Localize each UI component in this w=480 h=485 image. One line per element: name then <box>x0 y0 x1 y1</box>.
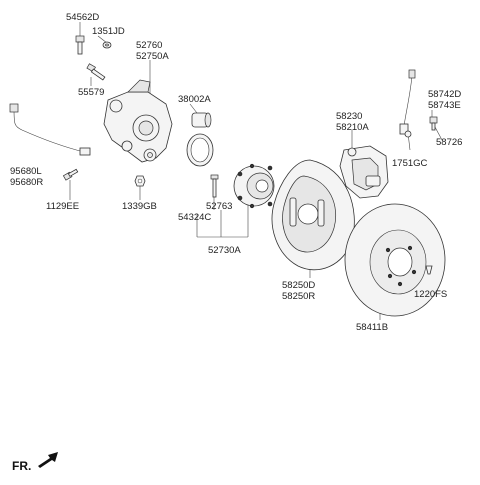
caliper-58210a-icon <box>339 145 389 199</box>
bolt-55579-icon <box>86 63 106 81</box>
bolt-58726-icon <box>429 116 438 131</box>
label-52763: 52763 <box>206 201 232 212</box>
label-58743E: 58743E <box>428 100 461 111</box>
label-58250D: 58250D <box>282 280 315 291</box>
bushing-38002a-icon <box>191 112 212 128</box>
label-58250R: 58250R <box>282 291 315 302</box>
label-58742D: 58742D <box>428 89 461 100</box>
front-direction-indicator: FR. <box>12 452 58 473</box>
label-95680R: 95680R <box>10 177 43 188</box>
bolt-1129ee-icon <box>62 168 79 181</box>
speed-sensor-95680l-icon <box>9 103 91 156</box>
label-95680L: 95680L <box>10 166 42 177</box>
label-58230: 58230 <box>336 111 362 122</box>
bolt-54562d-icon <box>75 35 85 55</box>
seal-ring-icon <box>186 133 214 167</box>
label-52750A: 52750A <box>136 51 169 62</box>
brake-disc-58411b-icon <box>344 203 446 317</box>
label-1351JD: 1351JD <box>92 26 125 37</box>
front-arrow-icon <box>38 452 58 468</box>
label-52760: 52760 <box>136 40 162 51</box>
label-1220FS: 1220FS <box>414 289 447 300</box>
hub-assembly-52730a-icon <box>233 163 275 209</box>
bolt-52763-icon <box>210 174 219 198</box>
label-38002A: 38002A <box>178 94 211 105</box>
label-1129EE: 1129EE <box>46 201 79 212</box>
label-58210A: 58210A <box>336 122 369 133</box>
brake-hose-58742d-icon <box>399 69 416 135</box>
gasket-1751gc-icon <box>404 130 412 138</box>
label-54324C: 54324C <box>178 212 211 223</box>
washer-1351jd-icon <box>102 41 112 49</box>
label-55579: 55579 <box>78 87 104 98</box>
screw-1220fs-icon <box>425 265 433 275</box>
backing-plate-58250d-icon <box>271 159 355 271</box>
label-58726: 58726 <box>436 137 462 148</box>
label-52730A: 52730A <box>208 245 241 256</box>
label-58411B: 58411B <box>356 322 388 333</box>
label-1751GC: 1751GC <box>392 158 428 169</box>
part-labels: 54562D 1351JD 52760 52750A 55579 38002A … <box>10 12 462 333</box>
label-1339GB: 1339GB <box>122 201 157 212</box>
nut-1339gb-icon <box>134 175 146 187</box>
label-54562D: 54562D <box>66 12 99 23</box>
front-direction-label: FR. <box>12 459 31 473</box>
knuckle-52750a-icon <box>103 79 173 163</box>
